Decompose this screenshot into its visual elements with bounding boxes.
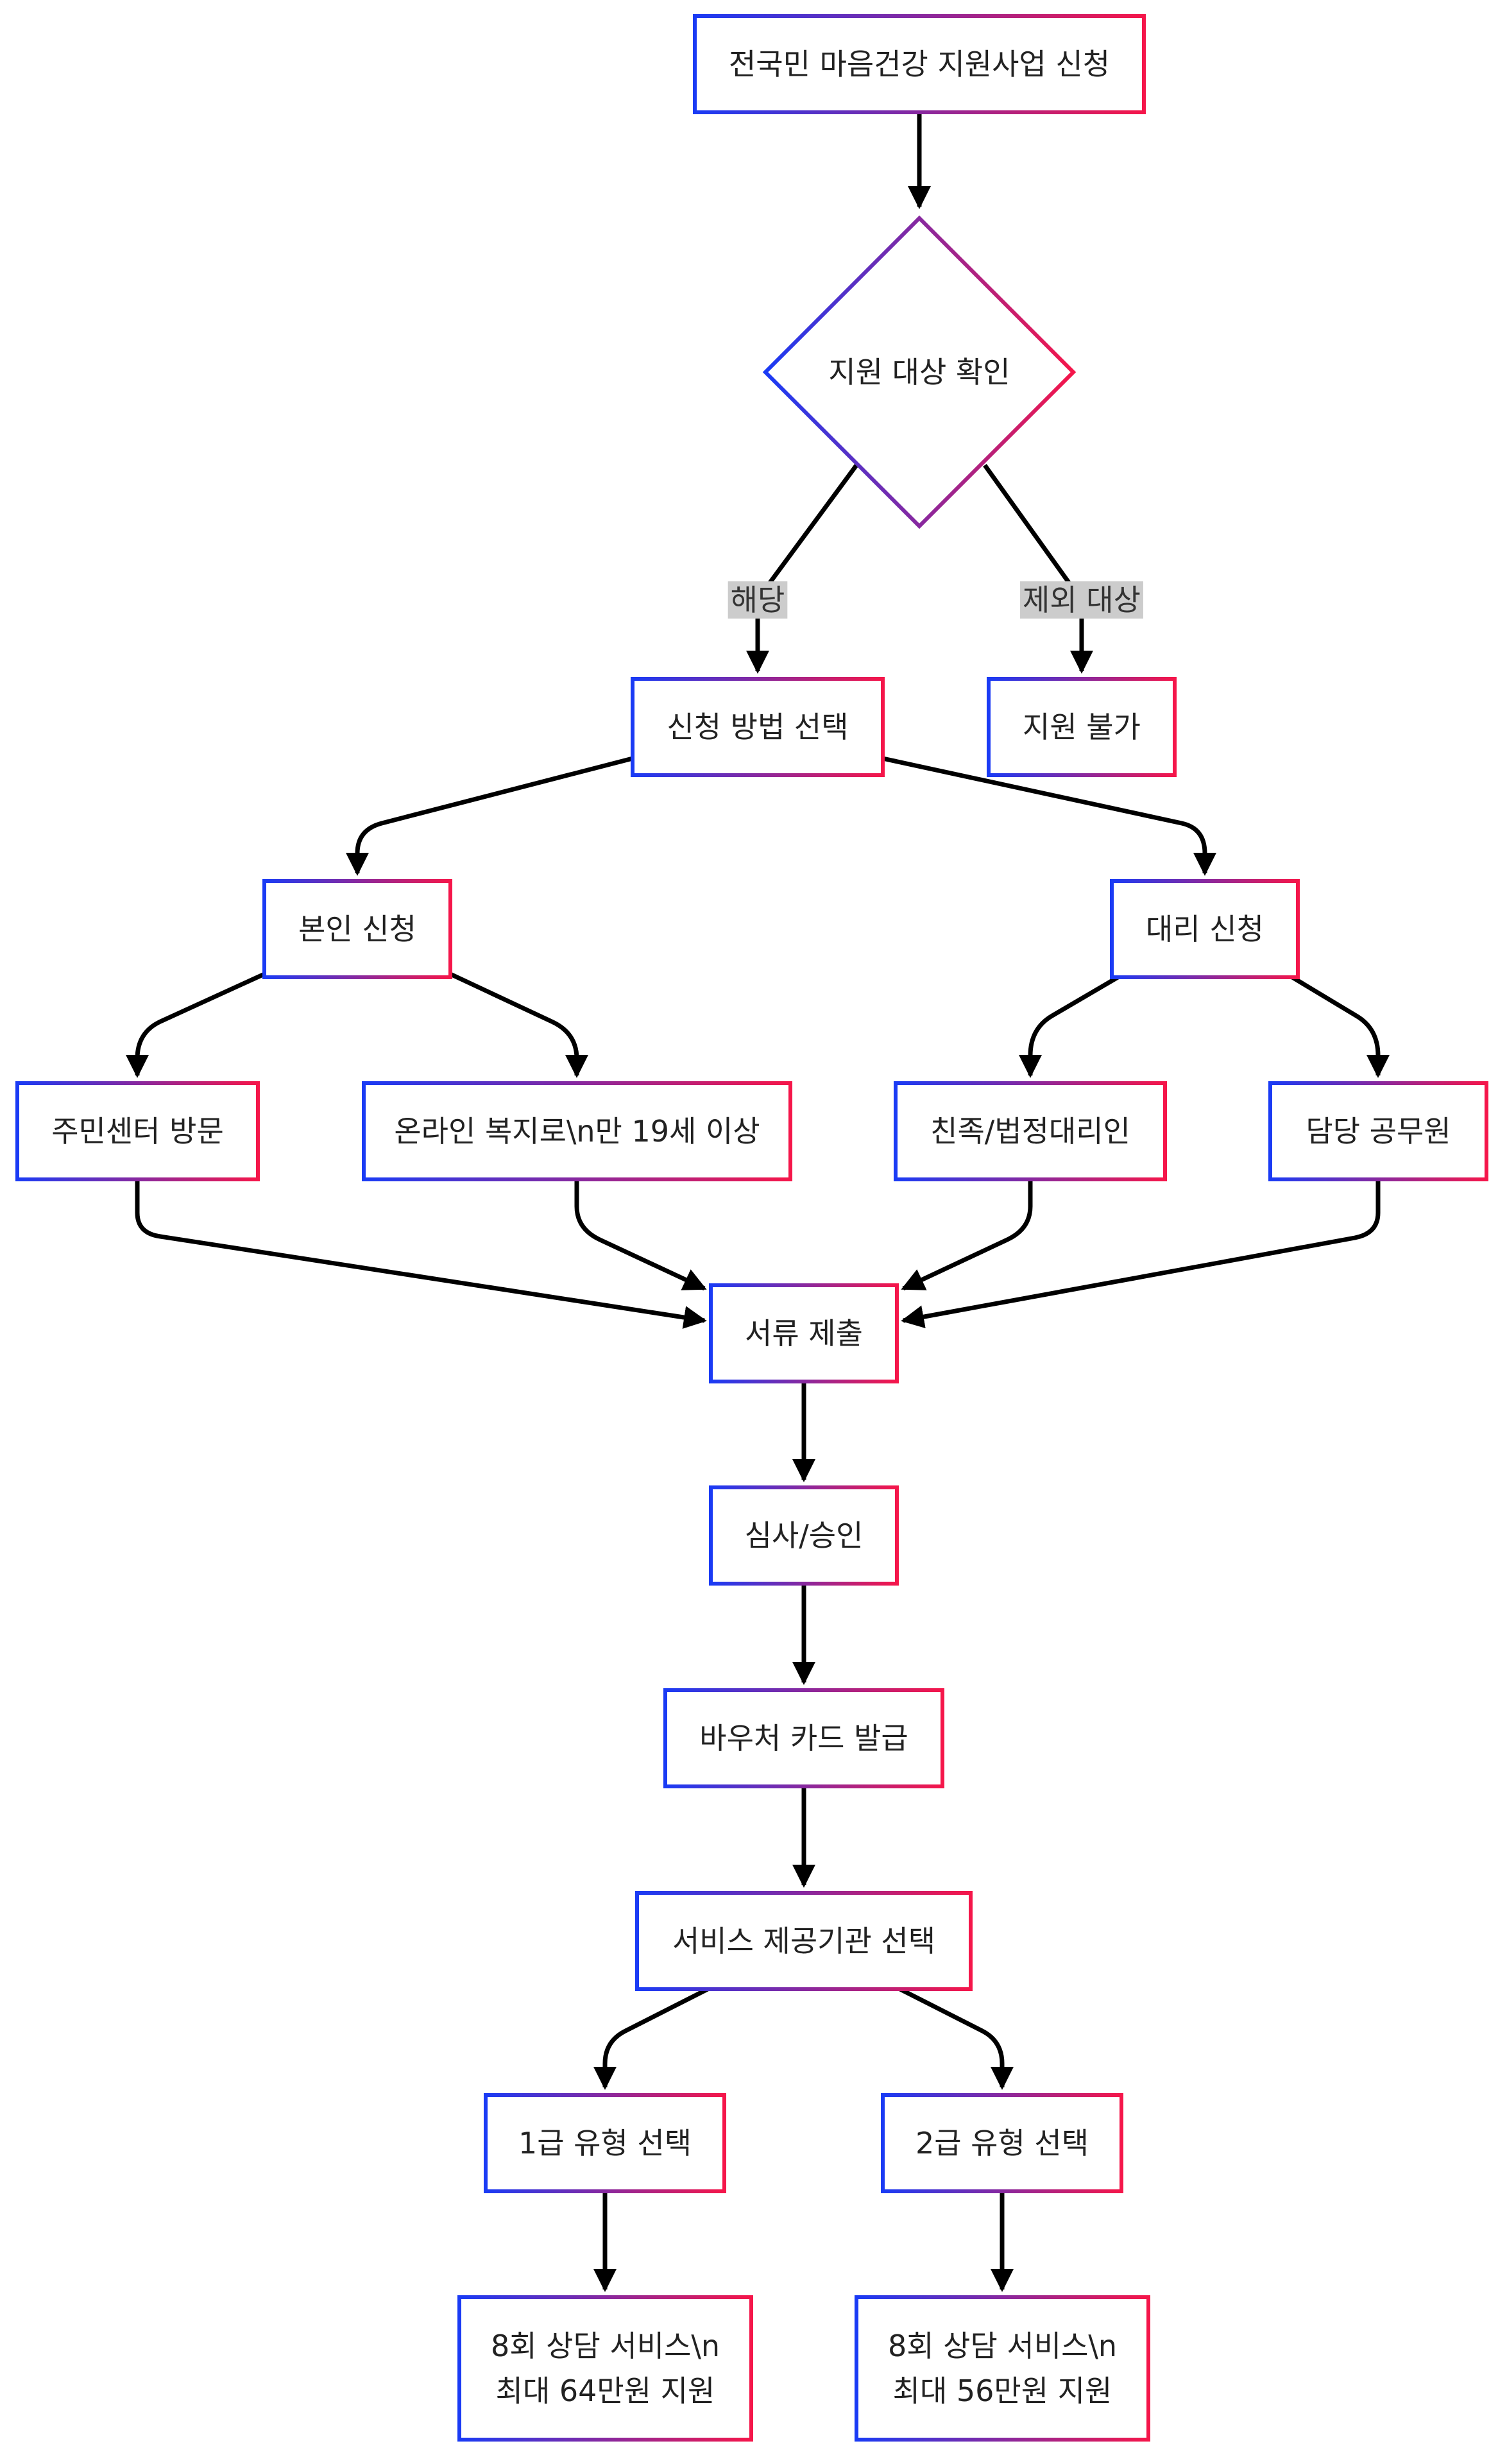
node-proxy: 대리 신청 xyxy=(1110,879,1300,979)
node-label: 친족/법정대리인 xyxy=(930,1114,1130,1149)
edge-method-to-proxy xyxy=(882,756,1216,876)
node-type2: 2급 유형 선택 xyxy=(881,2093,1123,2193)
edge-label-text: 제외 대상 xyxy=(1023,583,1141,617)
edge-center-to-docs xyxy=(135,1179,707,1329)
edge-label: 제외 대상 xyxy=(1020,581,1143,619)
process-box xyxy=(663,1688,944,1788)
node-label: 온라인 복지로\n만 19세 이상 xyxy=(394,1114,760,1149)
node-ineligible: 지원 불가 xyxy=(987,677,1177,777)
edge-label: 해당 xyxy=(728,581,788,619)
edges-layer xyxy=(126,112,1390,2292)
node-provider: 서비스 제공기관 선택 xyxy=(635,1891,973,1991)
node-label: 심사/승인 xyxy=(745,1518,864,1553)
edge-official-to-docs xyxy=(901,1179,1381,1328)
node-label: 최대 64만원 지원 xyxy=(496,2374,715,2408)
node-label: 지원 불가 xyxy=(1023,710,1141,744)
node-label: 8회 상담 서비스\n xyxy=(888,2329,1117,2363)
process-box xyxy=(1268,1081,1488,1181)
process-box xyxy=(262,879,452,979)
node-label: 바우처 카드 발급 xyxy=(699,1721,908,1756)
node-benefit2: 8회 상담 서비스\n 최대 56만원 지원 xyxy=(855,2295,1150,2442)
node-center: 주민센터 방문 xyxy=(15,1081,260,1181)
decision-diamond xyxy=(762,215,1077,529)
node-voucher: 바우처 카드 발급 xyxy=(663,1688,944,1788)
node-label: 지원 대상 확인 xyxy=(828,355,1010,389)
node-label: 본인 신청 xyxy=(298,912,416,946)
node-family: 친족/법정대리인 xyxy=(894,1081,1167,1181)
node-docs: 서류 제출 xyxy=(709,1283,899,1383)
process-box xyxy=(693,14,1146,114)
node-review: 심사/승인 xyxy=(709,1485,899,1586)
edge-eligibility-to-method xyxy=(746,463,858,674)
edge-provider-to-type2 xyxy=(899,1987,1014,2090)
process-box xyxy=(635,1891,973,1991)
node-type1: 1급 유형 선택 xyxy=(484,2093,726,2193)
process-box xyxy=(15,1081,260,1181)
process-box xyxy=(484,2093,726,2193)
edge-family-to-docs xyxy=(901,1179,1033,1291)
process-box xyxy=(709,1283,899,1383)
node-label: 최대 56만원 지원 xyxy=(893,2374,1112,2408)
node-label: 주민센터 방문 xyxy=(51,1114,224,1149)
process-box xyxy=(987,677,1177,777)
node-self: 본인 신청 xyxy=(262,879,452,979)
node-label: 1급 유형 선택 xyxy=(518,2126,692,2160)
node-label: 8회 상담 서비스\n xyxy=(491,2329,720,2363)
node-benefit1: 8회 상담 서비스\n 최대 64만원 지원 xyxy=(457,2295,753,2442)
process-box xyxy=(855,2295,1150,2442)
process-box xyxy=(631,677,885,777)
node-start: 전국민 마음건강 지원사업 신청 xyxy=(693,14,1146,114)
process-box xyxy=(709,1485,899,1586)
edge-self-to-online xyxy=(449,971,588,1078)
process-box xyxy=(457,2295,753,2442)
edge-provider-to-type1 xyxy=(593,1987,709,2090)
node-online: 온라인 복지로\n만 19세 이상 xyxy=(362,1081,792,1181)
node-label: 서비스 제공기관 선택 xyxy=(672,1924,935,1958)
process-box xyxy=(881,2093,1123,2193)
edge-self-to-center xyxy=(126,971,266,1078)
edge-labels-layer: 해당 제외 대상 xyxy=(728,581,1143,619)
edge-proxy-to-family xyxy=(1019,971,1125,1078)
edge-proxy-to-official xyxy=(1286,972,1390,1078)
node-label: 2급 유형 선택 xyxy=(915,2126,1089,2160)
node-eligibility: 지원 대상 확인 xyxy=(762,215,1077,529)
edge-eligibility-to-ineligible xyxy=(983,463,1093,674)
process-box xyxy=(362,1081,792,1181)
node-official: 담당 공무원 xyxy=(1268,1081,1488,1181)
node-label: 담당 공무원 xyxy=(1306,1114,1451,1149)
node-method: 신청 방법 선택 xyxy=(631,677,885,777)
node-label: 서류 제출 xyxy=(745,1316,863,1351)
process-box xyxy=(894,1081,1167,1181)
process-box xyxy=(1110,879,1300,979)
node-label: 신청 방법 선택 xyxy=(667,710,848,744)
edge-label-background xyxy=(728,581,788,619)
node-label: 대리 신청 xyxy=(1146,912,1264,946)
edge-method-to-self xyxy=(346,756,633,876)
node-label: 전국민 마음건강 지원사업 신청 xyxy=(729,47,1110,81)
edge-online-to-docs xyxy=(574,1179,707,1291)
edge-label-background xyxy=(1020,581,1143,619)
edge-label-text: 해당 xyxy=(731,583,785,617)
